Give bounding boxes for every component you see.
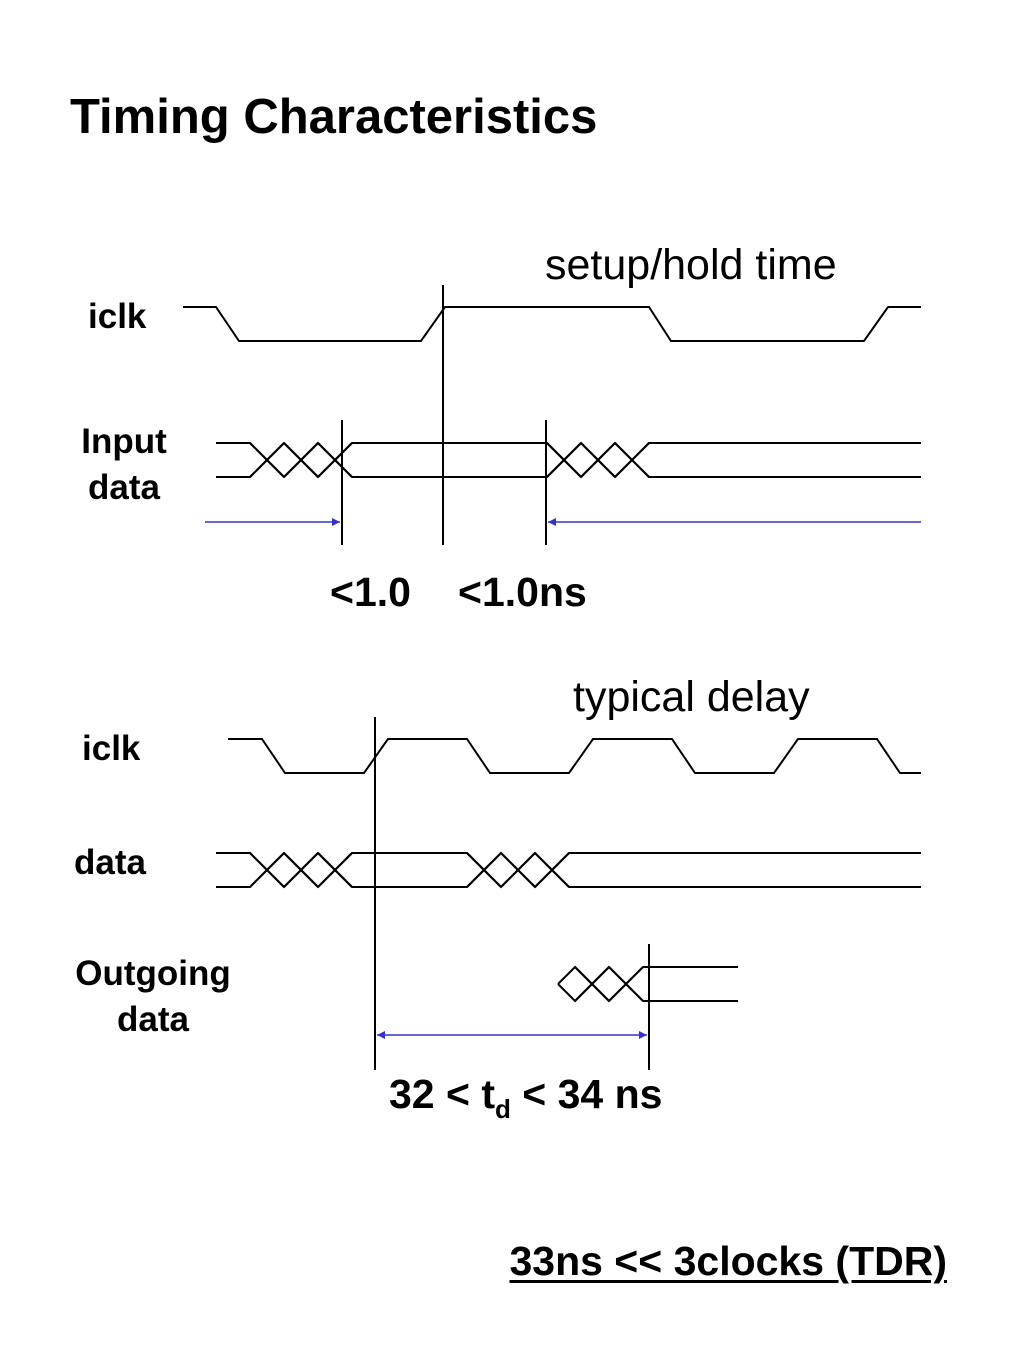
iclk-waveform-top [183,306,921,342]
hold-time-value: <1.0ns [458,569,587,615]
data-transition-cross [317,852,353,888]
delay-range-text: 32 < td < 34 ns [389,1070,663,1124]
input-data-transition-cross [546,442,582,478]
typical-delay-caption: typical delay [573,673,810,721]
input-data-transition-cross [283,442,319,478]
data-transition-cross [283,852,319,888]
iclk-label-bottom: iclk [82,729,141,768]
data-transition-cross [466,852,502,888]
input-data-label: Input data [64,419,184,510]
input-data-transition-cross [580,442,616,478]
data-transition-cross [249,852,285,888]
page-title: Timing Characteristics [70,90,598,144]
outgoing-data-transition-cross [608,966,644,1002]
outgoing-data-label: Outgoing data [62,951,244,1042]
delay-suffix: < 34 ns [510,1071,663,1117]
setup-hold-caption: setup/hold time [545,241,837,289]
outgoing-data-label-line1: Outgoing [75,954,231,993]
iclk-waveform-bottom [228,738,921,774]
delay-prefix: 32 < t [389,1071,495,1117]
data-transition-cross [534,852,570,888]
outgoing-data-transition-cross [574,966,610,1002]
input-data-label-line1: Input [81,422,167,461]
input-data-transition-cross [249,442,285,478]
iclk-label-top: iclk [88,297,147,336]
setup-time-value: <1.0 [330,569,411,615]
input-data-label-line2: data [88,467,160,507]
outgoing-data-label-line2: data [117,999,189,1039]
data-transition-cross [500,852,536,888]
input-data-transition-cross [317,442,353,478]
data-label: data [74,843,146,882]
delay-subscript: d [494,1094,511,1124]
footnote: 33ns << 3clocks (TDR) [509,1238,947,1284]
input-data-transition-cross [614,442,650,478]
